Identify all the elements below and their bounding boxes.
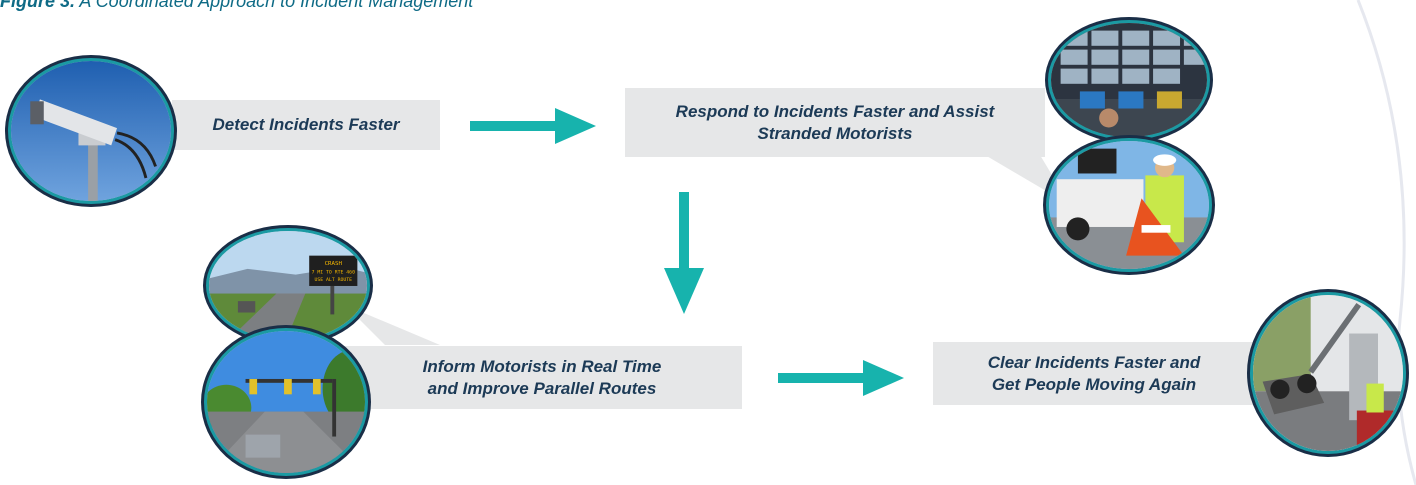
step-respond-line1: Respond to Incidents Faster and Assist	[675, 101, 995, 121]
camera-photo	[8, 58, 174, 204]
traffic-control-center-photo	[1048, 20, 1210, 140]
step-inform-line1: Inform Motorists in Real Time	[422, 356, 662, 376]
arrow-right-icon	[470, 108, 596, 144]
arrow-right-icon	[778, 360, 904, 396]
step-inform-line2: and Improve Parallel Routes	[427, 378, 657, 398]
step-clear-line2: Get People Moving Again	[991, 374, 1197, 394]
figure-caption: Figure 3. A Coordinated Approach to Inci…	[0, 0, 473, 12]
figure-caption-prefix: Figure 3.	[0, 0, 76, 11]
step-inform-label: Inform Motorists in Real Time and Improv…	[342, 346, 742, 409]
sign-text-line2: 7 MI TO RTE 460	[312, 270, 356, 276]
step-clear-line1: Clear Incidents Faster and	[987, 352, 1201, 372]
responder-photo	[1046, 138, 1212, 272]
traffic-lights-photo	[204, 328, 368, 476]
sign-text-line3: USE ALT ROUTE	[314, 277, 352, 283]
figure-caption-text: A Coordinated Approach to Incident Manag…	[75, 0, 474, 11]
tow-truck-photo	[1250, 292, 1406, 454]
step-clear-label: Clear Incidents Faster and Get People Mo…	[933, 342, 1255, 405]
step-respond-label: Respond to Incidents Faster and Assist S…	[625, 88, 1045, 157]
step-detect-label: Detect Incidents Faster	[172, 100, 440, 150]
sign-text-line1: CRASH	[325, 261, 343, 267]
step-detect-text: Detect Incidents Faster	[212, 115, 400, 134]
arrow-down-icon	[664, 192, 704, 314]
step-respond-line2: Stranded Motorists	[757, 123, 913, 143]
message-sign-photo: CRASH 7 MI TO RTE 460 USE ALT ROUTE	[206, 228, 370, 343]
